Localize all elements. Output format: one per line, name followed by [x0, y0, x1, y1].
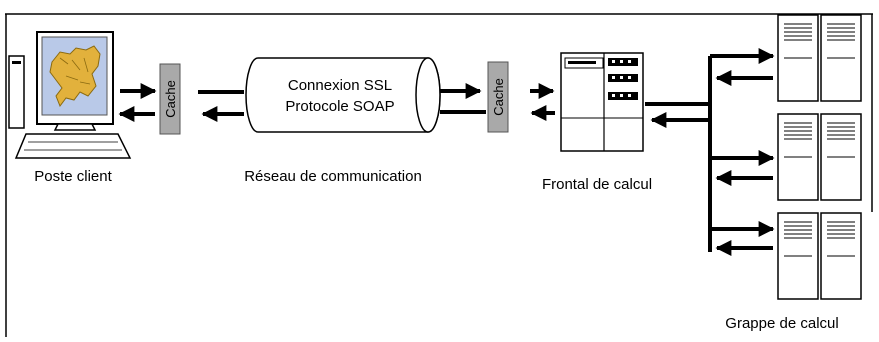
cluster-label: Grappe de calcul [725, 315, 838, 332]
cluster-node-1-icon [777, 14, 862, 102]
frontend-label: Frontal de calcul [542, 176, 652, 193]
cache-left-box [159, 63, 181, 135]
cluster-node-3-icon [777, 212, 862, 300]
cache-right-box [487, 61, 509, 133]
cache-right-label: Cache [491, 78, 506, 116]
network-label: Réseau de communication [244, 168, 422, 185]
cluster-node-2-icon [777, 113, 862, 201]
tunnel-line1: Connexion SSL [288, 77, 392, 94]
network-tunnel-cylinder [245, 57, 441, 133]
tunnel-line2: Protocole SOAP [285, 98, 394, 115]
cache-left-label: Cache [163, 80, 178, 118]
client-computer-icon [8, 31, 132, 159]
frontend-server-icon [560, 52, 644, 152]
client-label: Poste client [34, 168, 112, 185]
